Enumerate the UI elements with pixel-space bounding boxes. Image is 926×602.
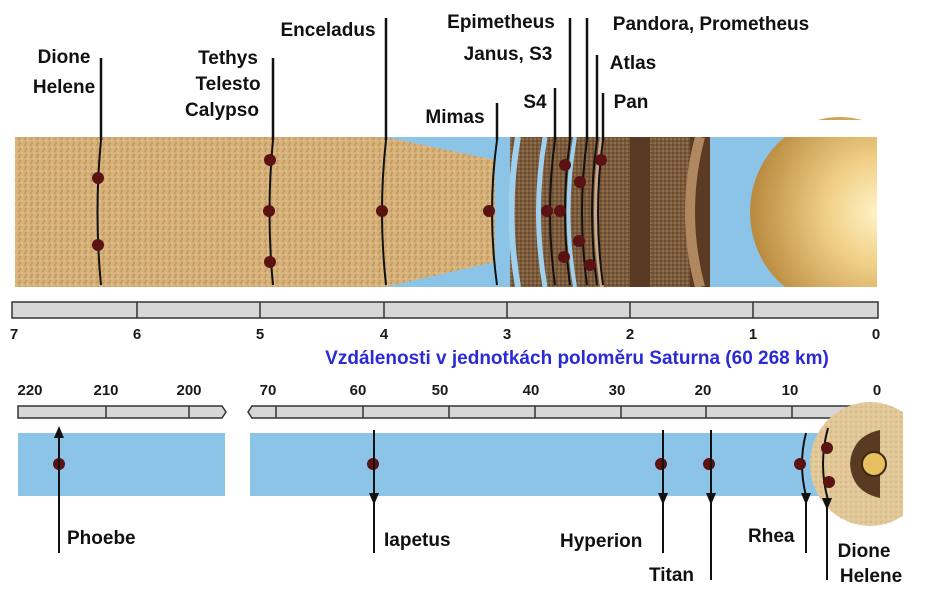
outer-scale-ticks: 220 210 200 70 60 50 40 30 20 10 0 xyxy=(17,382,881,399)
diagram-caption: Vzdálenosti v jednotkách poloměru Saturn… xyxy=(325,348,829,369)
label-rhea: Rhea xyxy=(748,526,795,547)
label-iapetus: Iapetus xyxy=(384,530,451,551)
saturn-small-core xyxy=(861,451,887,477)
outer-tick-50: 50 xyxy=(432,382,449,399)
inner-tick-5: 5 xyxy=(256,326,264,343)
inner-moon-dots xyxy=(92,154,607,271)
outer-tick-60: 60 xyxy=(350,382,367,399)
sand-region xyxy=(15,137,495,287)
inner-tick-0: 0 xyxy=(872,326,880,343)
inner-tick-7: 7 xyxy=(10,326,18,343)
outer-scale-bar xyxy=(17,405,878,419)
label-s4: S4 xyxy=(523,92,547,113)
label-hyperion: Hyperion xyxy=(560,531,642,552)
inner-tick-3: 3 xyxy=(503,326,511,343)
label-mimas: Mimas xyxy=(425,107,484,128)
label-pandora-prometheus: Pandora, Prometheus xyxy=(613,14,809,35)
label-enceladus: Enceladus xyxy=(280,20,375,41)
outer-tick-30: 30 xyxy=(609,382,626,399)
outer-tick-210: 210 xyxy=(93,382,118,399)
label-janus-s3: Janus, S3 xyxy=(464,44,553,65)
inner-system-band xyxy=(15,18,926,307)
label-epimetheus: Epimetheus xyxy=(447,12,555,33)
inner-scale-bar: 7 6 5 4 3 2 1 0 xyxy=(10,301,880,343)
outer-tick-0: 0 xyxy=(873,382,881,399)
label-pan: Pan xyxy=(614,92,649,113)
outer-tick-10: 10 xyxy=(782,382,799,399)
outer-tick-70: 70 xyxy=(260,382,277,399)
outer-tick-40: 40 xyxy=(523,382,540,399)
outer-space-right xyxy=(250,433,840,496)
label-atlas: Atlas xyxy=(610,53,656,74)
label-phoebe: Phoebe xyxy=(67,528,136,549)
outer-moon-labels: Phoebe Iapetus Hyperion Titan Rhea Dione… xyxy=(67,526,902,587)
outer-space-left xyxy=(18,433,225,496)
ring-system xyxy=(508,135,760,289)
inner-tick-6: 6 xyxy=(133,326,141,343)
inner-tick-4: 4 xyxy=(380,326,389,343)
inner-tick-2: 2 xyxy=(626,326,634,343)
outer-tick-220: 220 xyxy=(17,382,42,399)
outer-tick-200: 200 xyxy=(176,382,201,399)
label-titan: Titan xyxy=(649,565,694,586)
inner-leader-lines xyxy=(99,18,605,140)
outer-tick-20: 20 xyxy=(695,382,712,399)
outer-system-band xyxy=(18,400,926,580)
inner-tick-1: 1 xyxy=(749,326,757,343)
